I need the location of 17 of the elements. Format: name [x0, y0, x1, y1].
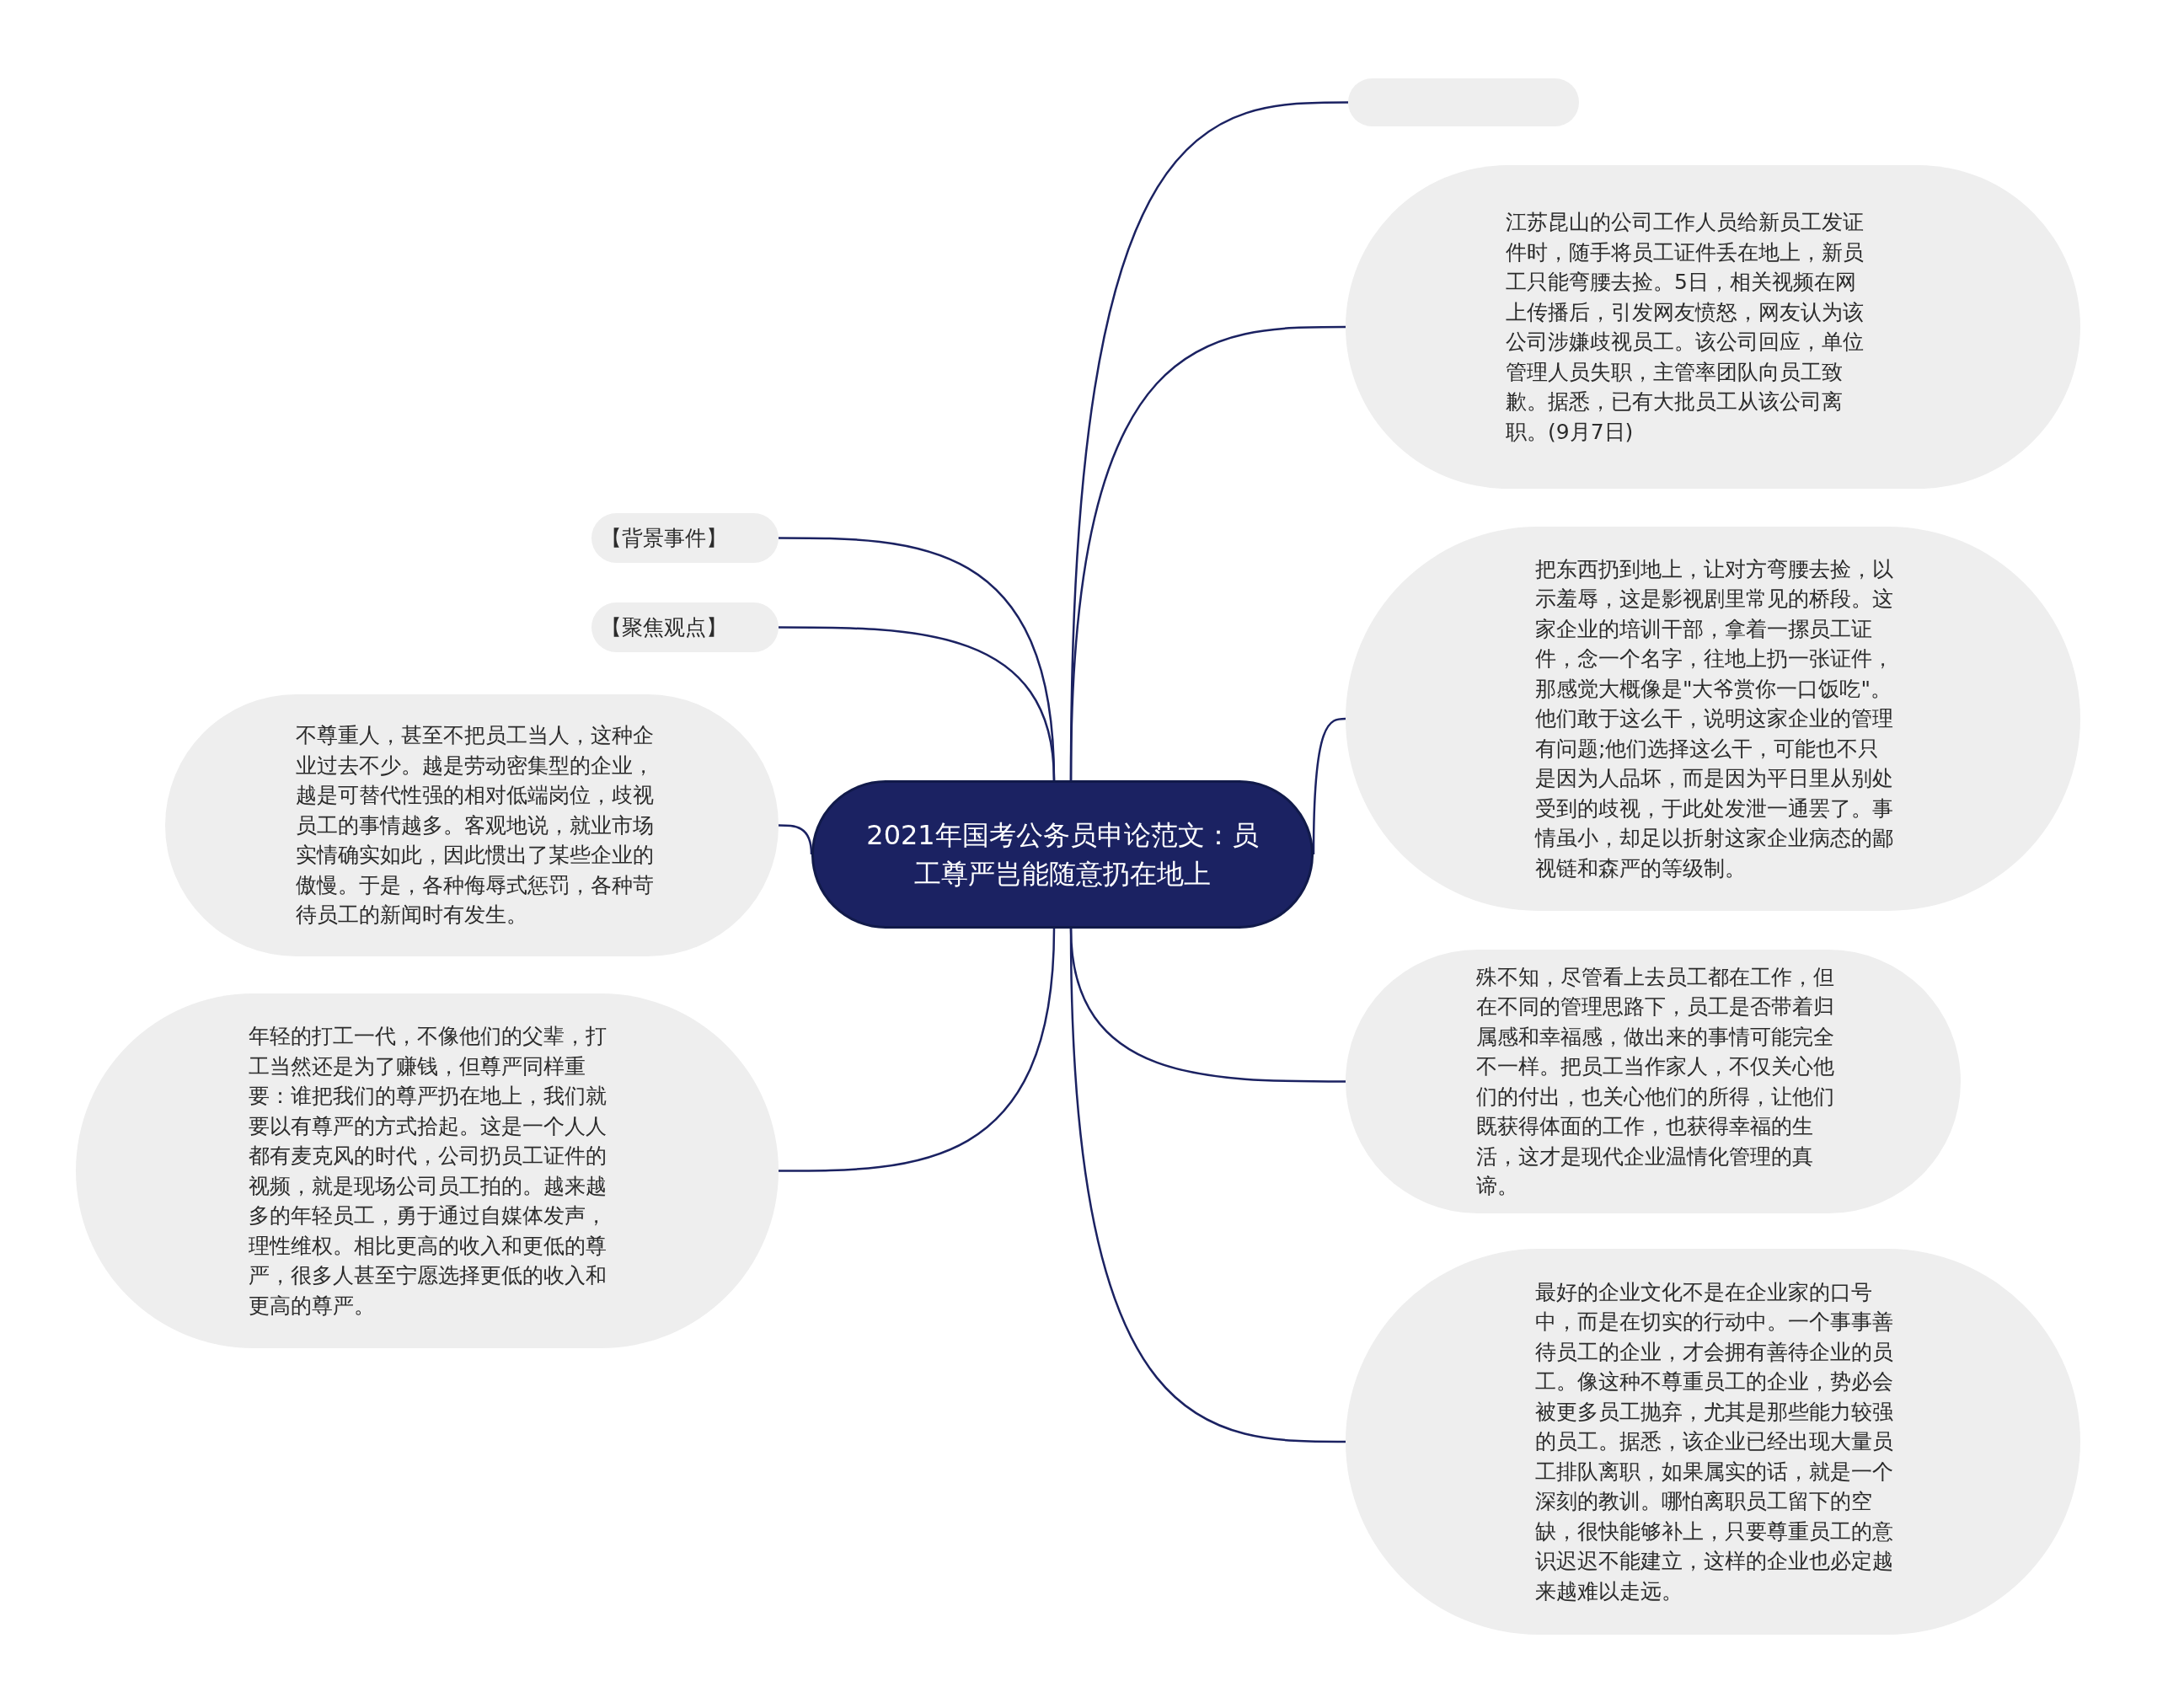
topic-text: 最好的企业文化不是在企业家的口号中，而是在切实的行动中。一个事事善待员工的企业，才会拥有善待企业的员工。像这种不尊重员工的企业，势必会被更多员工抛弃，尤其是那些能力较强的员工。据悉，该企业已经出现大量员工排队离职，如果属实的话，就是一个深刻的教训。哪怕离职员工留下的空缺，很快能够补上，只要尊重员工的意识迟迟不能建立，这样的企业也必定越来越难以走远。 — [1535, 1278, 1894, 1605]
topic-text: 年轻的打工一代，不像他们的父辈，打工当然还是为了赚钱，但尊严同样重要：谁把我们的尊严扔在地上，我们就要以有尊严的方式拾起。这是一个人人都有麦克风的时代，公司扔员工证件的视频，就是现场公司员工拍的。越来越多的年轻员工，勇于通过自媒体发声，理性维权。相比更高的收入和更低的尊严，很多人甚至宁愿选择更低的收入和更高的尊严。 — [249, 1023, 607, 1320]
connector-line — [779, 928, 1056, 1172]
topic-text: 不尊重人，甚至不把员工当人，这种企业过去不少。越是劳动密集型的企业，越是可替代性强的相对低端岗位，歧视员工的事情越多。客观地说，就业市场实情确实如此，因此惯出了某些企业的傲慢。于是，各种侮辱式惩罚，各种苛待员工的新闻时有发生。 — [296, 722, 655, 929]
connector-line — [1069, 928, 1346, 1443]
empty-topic-box — [1348, 78, 1579, 126]
connector-line — [779, 824, 813, 855]
topic-text: 【背景事件】 — [601, 524, 728, 552]
central-title: 2021年国考公务员申论范文：员工尊严岂能随意扔在地上 — [865, 817, 1260, 891]
topic-text: 【聚焦观点】 — [601, 613, 728, 641]
topic-text: 江苏昆山的公司工作人员给新员工发证件时，随手将员工证件丢在地上，新员工只能弯腰去捡。5日，相关视频在网上传播后，引发网友愤怒，网友认为该公司涉嫌歧视员工。该公司回应，单位管理人员失职，主管率团队向员工致歉。据悉，已有大批员工从该公司离职。(9月7日) — [1506, 209, 1865, 446]
connector-line — [779, 626, 1056, 781]
connector-line — [1312, 717, 1346, 854]
connector-line — [1069, 325, 1346, 781]
topic-text: 殊不知，尽管看上去员工都在工作，但在不同的管理思路下，员工是否带着归属感和幸福感，做出来的事情可能完全不一样。把员工当作家人，不仅关心他们的付出，也关心他们的所得，让他们既获得体面的工作，也获得幸福的生活，这才是现代企业温情化管理的真谛。 — [1476, 963, 1835, 1200]
topic-text: 把东西扔到地上，让对方弯腰去捡，以示羞辱，这是影视剧里常见的桥段。这家企业的培训干部，拿着一摞员工证件，念一个名字，往地上扔一张证件，那感觉大概像是"大爷赏你一口饭吃"。他们敢于这么干，说明这家企业的管理有问题;他们选择这么干，可能也不只是因为人品坏，而是因为平日里从别处受到的歧视，于此处发泄一通罢了。事情虽小，却足以折射这家企业病态的鄙视链和森严的等级制。 — [1535, 555, 1894, 882]
central-topic-box — [811, 780, 1314, 929]
